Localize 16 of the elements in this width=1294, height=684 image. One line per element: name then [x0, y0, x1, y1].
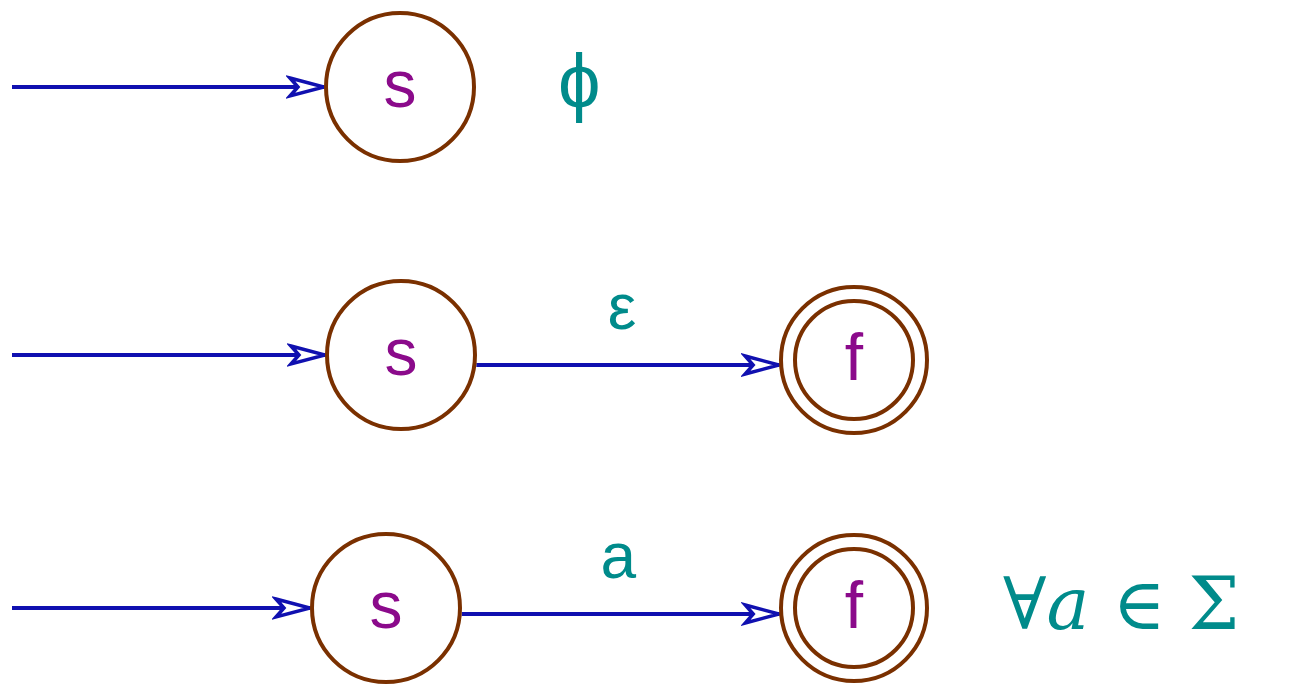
state-name: s [383, 51, 417, 117]
arrow [12, 344, 327, 366]
accept-state-circle [779, 285, 929, 435]
arrow [476, 354, 781, 376]
state-circle [310, 532, 462, 684]
arrow [461, 603, 781, 625]
arrow [12, 597, 312, 619]
state-name: s [384, 319, 418, 385]
arrow [12, 76, 326, 98]
state-circle [325, 279, 477, 431]
state-circle [324, 11, 476, 163]
condition-note: ∀a ∈ Σ [1003, 568, 1240, 640]
state-name: s [369, 572, 403, 638]
accept-state-circle [779, 533, 929, 683]
state-name: f [844, 572, 864, 638]
state-name: f [844, 324, 864, 390]
